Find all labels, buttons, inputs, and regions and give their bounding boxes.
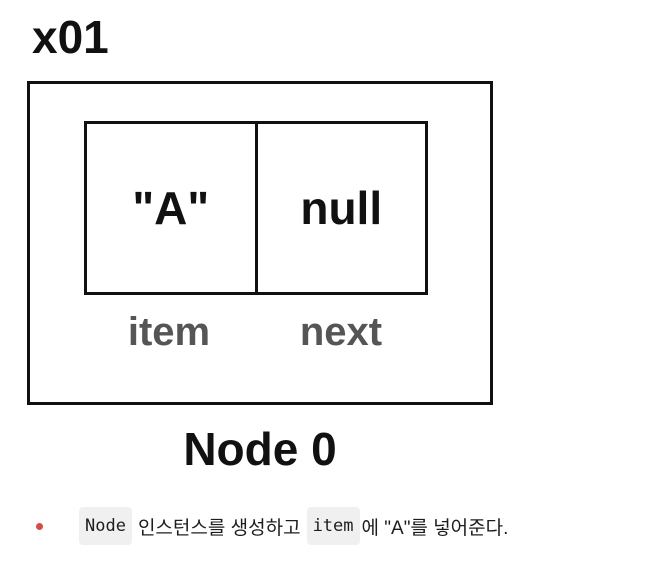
item-cell: "A" xyxy=(87,124,258,292)
next-cell: null xyxy=(300,182,383,234)
node-name: Node 0 xyxy=(183,423,337,475)
inline-code-node: Node xyxy=(79,507,132,545)
address-label: x01 xyxy=(32,11,109,63)
caption-text-1: 인스턴스를 생성하고 xyxy=(137,517,301,539)
bullet-dot-icon xyxy=(36,522,43,530)
node-container xyxy=(27,81,493,405)
next-field-label: next xyxy=(299,310,383,354)
node-cells: "A" null xyxy=(84,121,428,295)
inline-code-item: item xyxy=(306,507,360,545)
caption-text-2: 에 "A"를 넣어준다. xyxy=(361,517,509,539)
bullet-item: Node 인스턴스를 생성하고 item 에 "A"를 넣어준다. xyxy=(36,503,514,549)
item-field-label: item xyxy=(127,310,211,354)
